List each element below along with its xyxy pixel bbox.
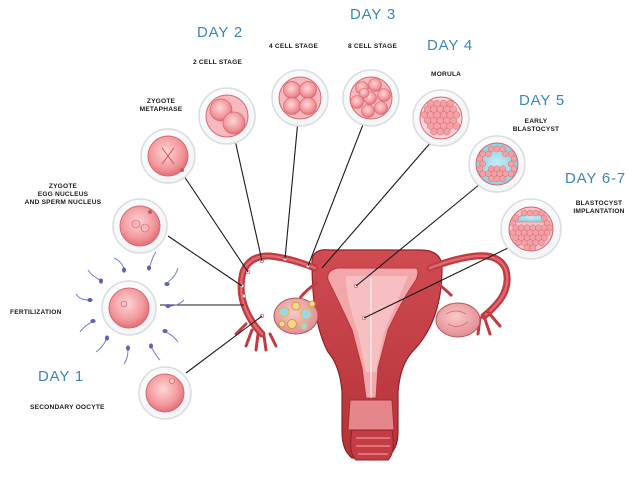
cell — [452, 111, 461, 119]
cell — [502, 150, 509, 158]
endometrium — [346, 276, 408, 372]
zygote-nuclei-bubble — [112, 198, 168, 254]
cell — [510, 155, 518, 163]
cell — [526, 209, 534, 217]
cell — [446, 99, 454, 108]
vaginal-canal — [350, 429, 394, 461]
cell — [430, 128, 438, 136]
cell — [493, 145, 501, 153]
two-cell-bubble — [198, 87, 256, 145]
uterus-anatomy — [234, 249, 511, 461]
day-2-label: Day 2 — [197, 24, 243, 41]
cell — [509, 219, 517, 227]
cell — [543, 229, 551, 237]
cell — [488, 175, 495, 182]
implantation-bubble — [500, 198, 562, 260]
day-4-label: Day 4 — [427, 37, 473, 54]
oocyte-bubble — [138, 366, 192, 420]
zygote-metaphase-line2: metaphase — [139, 106, 183, 113]
early-blastocyst-label: Early blastocyst — [508, 118, 564, 134]
implantation-label: Blastocyst implantation — [564, 200, 634, 216]
cell — [479, 160, 486, 168]
eight-cell-bubble — [342, 69, 400, 127]
cell — [499, 145, 506, 153]
left-fimbriae — [234, 322, 278, 352]
zygote-nuclei-line3: and sperm nucleus — [24, 199, 102, 206]
connector-lines — [160, 119, 509, 374]
cervix — [347, 399, 395, 431]
eight-cell-label: 8 cell stage — [348, 43, 398, 50]
cell — [452, 122, 461, 130]
right-ovary — [435, 302, 481, 338]
cell — [476, 155, 484, 163]
cell — [479, 170, 486, 178]
zygote-nuclei-label: Zygote egg nucleus and sperm nucleus — [20, 183, 106, 207]
implantation-line2: implantation — [573, 208, 625, 215]
cell — [507, 160, 515, 168]
zygote-nuclei-line1: Zygote — [48, 183, 78, 190]
two-cell-label: 2 cell stage — [193, 59, 243, 66]
cell — [538, 239, 545, 246]
zygote-metaphase-line1: Zygote — [146, 98, 176, 105]
day-1-label: Day 1 — [38, 368, 84, 385]
cell — [493, 175, 501, 182]
cell — [449, 105, 457, 113]
implantation-line1: Blastocyst — [575, 200, 623, 207]
cell — [521, 209, 528, 217]
secondary-oocyte-label: Secondary Oocyte — [30, 404, 105, 411]
cell — [507, 150, 515, 158]
cell — [529, 244, 537, 251]
cell — [499, 165, 506, 173]
four-cell-label: 4 cell stage — [269, 43, 319, 50]
day-6-7-label: Day 6-7 — [565, 170, 626, 187]
early-blastocyst-line2: blastocyst — [512, 126, 560, 133]
cell — [507, 170, 515, 178]
cell — [443, 128, 451, 136]
day-5-label: Day 5 — [519, 92, 565, 109]
sperm-cells — [75, 251, 185, 365]
fertilization-label: Fertilization — [10, 309, 62, 316]
early-blastocyst-bubble — [468, 135, 526, 193]
four-cell-bubble — [271, 69, 329, 127]
morula-bubble — [412, 89, 470, 147]
zygote-nuclei-line2: egg nucleus — [37, 191, 89, 198]
day-3-label: Day 3 — [350, 6, 396, 23]
cell — [515, 239, 522, 246]
ovary-follicles — [278, 300, 316, 330]
cell — [546, 224, 554, 232]
cell — [532, 209, 539, 217]
cell — [538, 209, 545, 217]
fertilization-bubble — [75, 251, 185, 365]
cell — [476, 165, 484, 173]
cell — [499, 175, 506, 182]
early-blastocyst-line1: Early — [524, 118, 548, 125]
zygote-metaphase-bubble — [140, 128, 196, 184]
zygote-metaphase-label: Zygote metaphase — [134, 98, 188, 114]
cell — [436, 128, 445, 136]
morula-label: Morula — [431, 71, 462, 78]
cell — [540, 234, 548, 242]
cell — [543, 219, 551, 227]
cell — [510, 165, 518, 173]
cell — [512, 214, 519, 222]
cell — [485, 150, 492, 158]
cell — [449, 116, 457, 125]
cell — [523, 244, 531, 251]
cell — [540, 214, 548, 222]
